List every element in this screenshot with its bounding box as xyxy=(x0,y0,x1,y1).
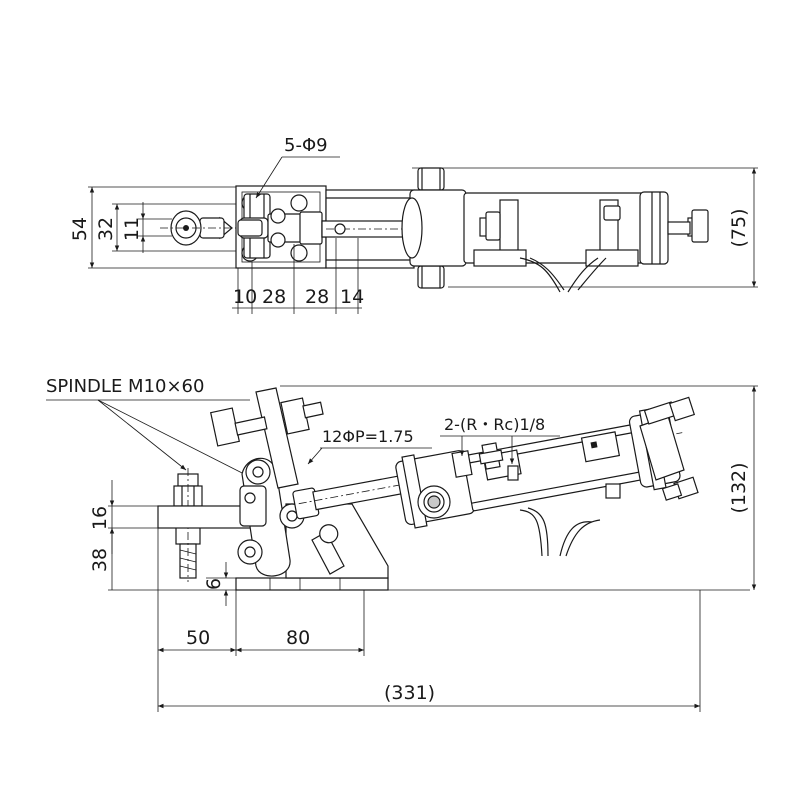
hole-callout: 5-Φ9 xyxy=(284,135,328,156)
dim-38: 38 xyxy=(89,548,111,572)
dim-6: 6 xyxy=(203,578,225,590)
dim-10: 10 xyxy=(233,286,257,308)
dim-11: 11 xyxy=(121,217,143,241)
dim-331: (331) xyxy=(384,682,435,704)
hose-label: 12ΦP=1.75 xyxy=(322,427,414,446)
dim-14: 14 xyxy=(340,286,364,308)
dim-132: (132) xyxy=(728,462,750,513)
dim-16: 16 xyxy=(89,506,111,530)
top-view: 5-Φ9 54 32 11 10 28 28 14 (75) xyxy=(69,135,758,314)
side-view: SPINDLE M10×60 xyxy=(46,376,758,712)
dim-54: 54 xyxy=(69,217,91,241)
dim-50: 50 xyxy=(186,627,210,649)
spindle-label: SPINDLE M10×60 xyxy=(46,376,204,397)
port-label: 2-(R・Rc)1/8 xyxy=(444,415,545,434)
dim-28a: 28 xyxy=(262,286,286,308)
dim-28b: 28 xyxy=(305,286,329,308)
dim-80: 80 xyxy=(286,627,310,649)
dim-75: (75) xyxy=(728,208,750,247)
dim-32: 32 xyxy=(95,217,117,241)
